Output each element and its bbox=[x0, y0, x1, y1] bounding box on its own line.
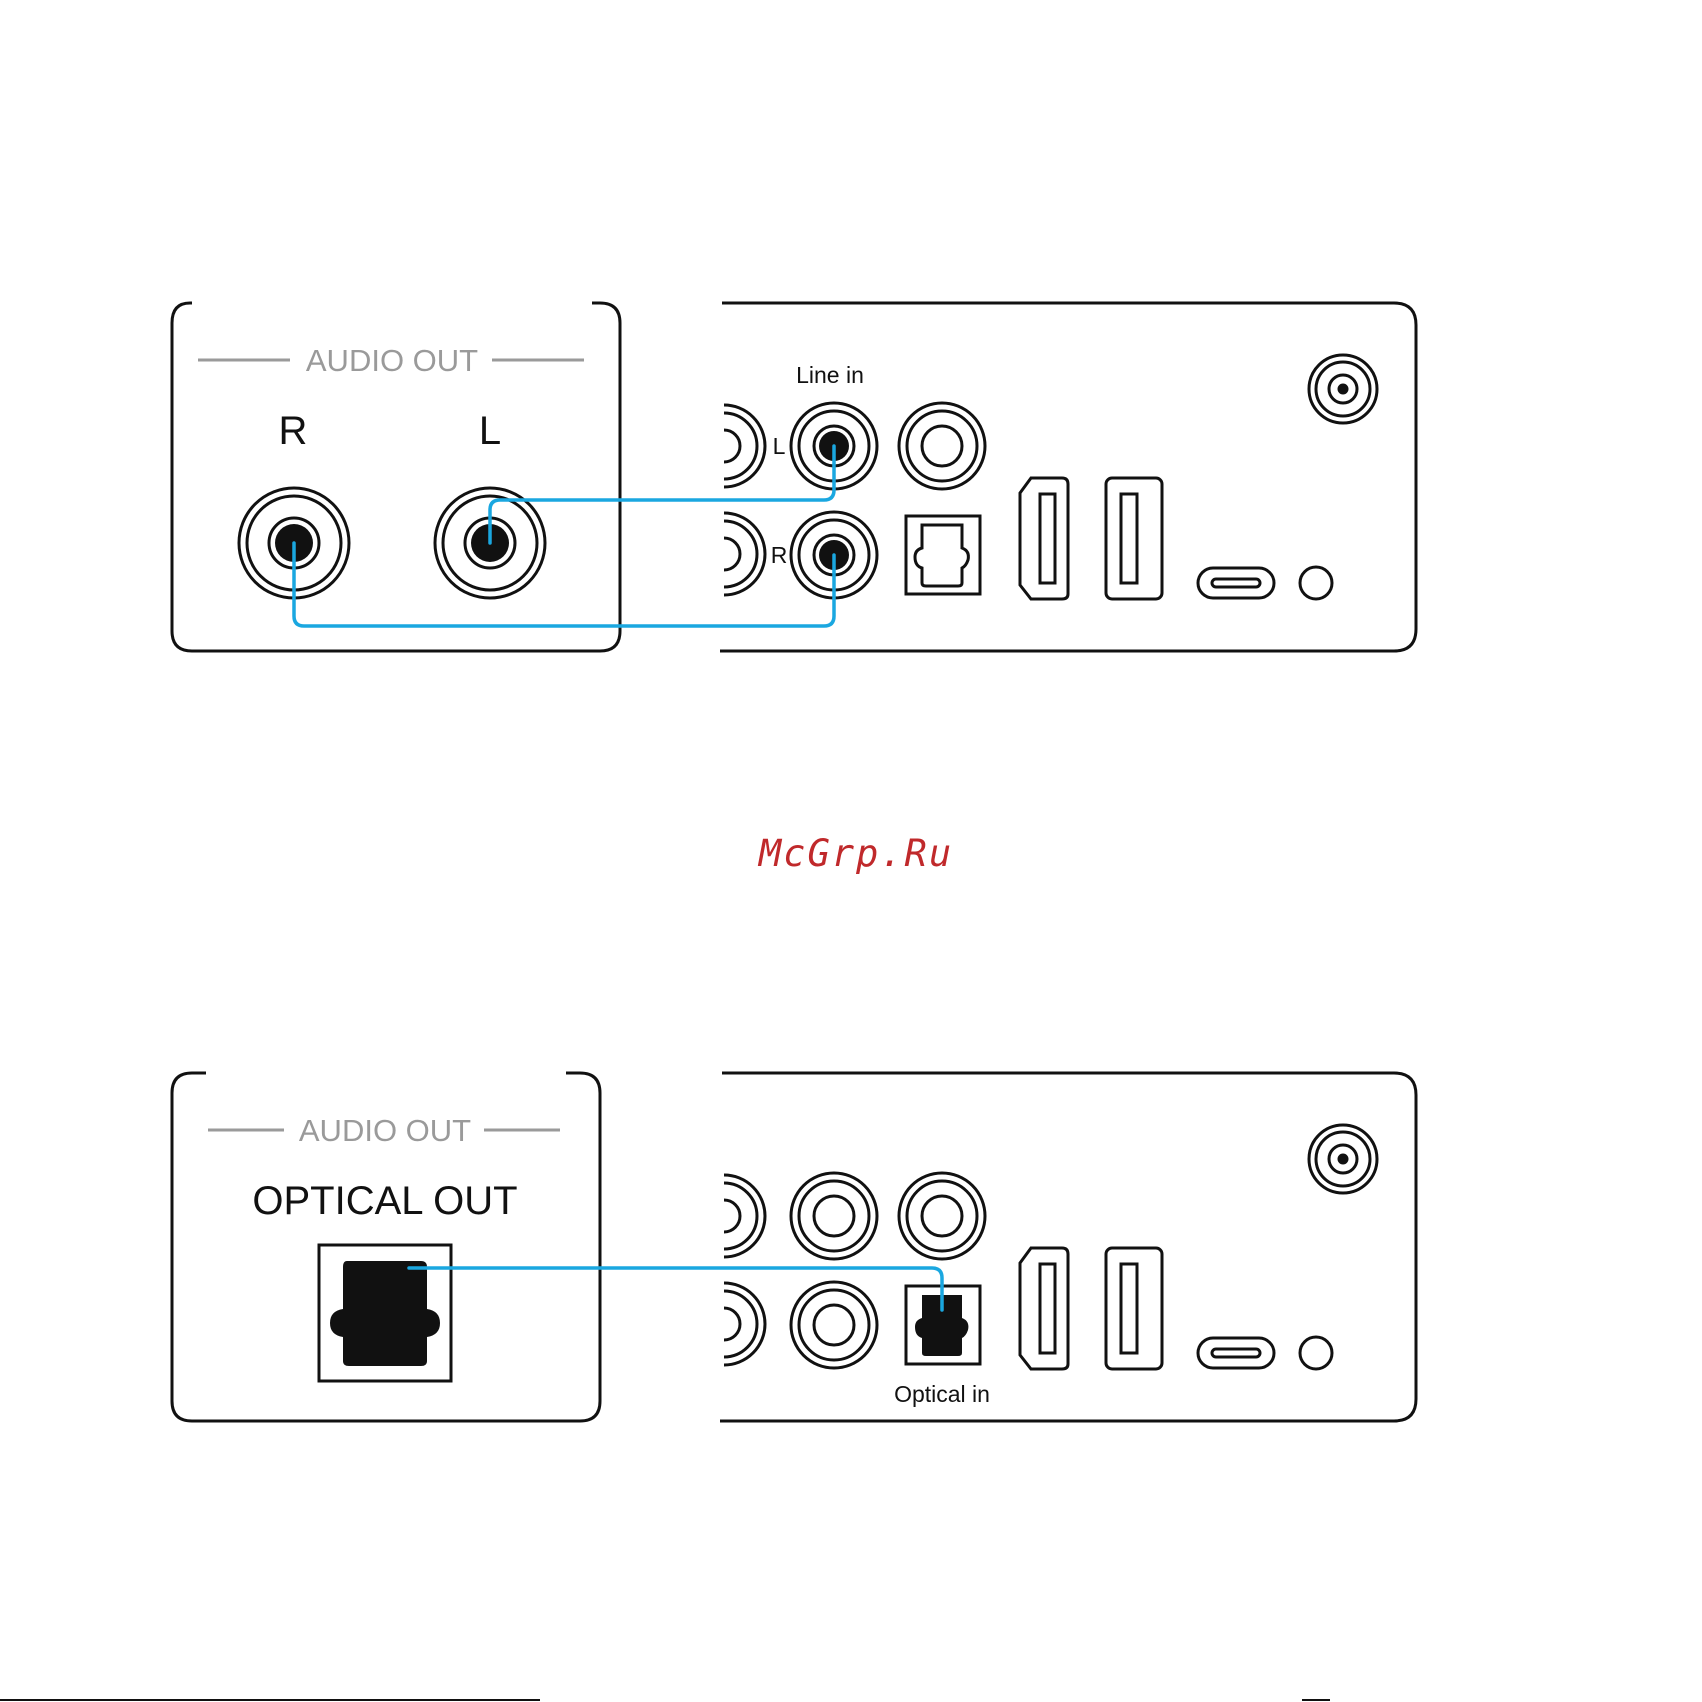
reset-pinhole[interactable] bbox=[1300, 567, 1332, 599]
hdmi-port[interactable] bbox=[1020, 478, 1068, 599]
rca-jack-unused[interactable] bbox=[899, 1173, 985, 1259]
partial-rca-jack-top bbox=[724, 405, 765, 487]
usb-a-port[interactable] bbox=[1106, 1248, 1162, 1369]
rca-jack-unused[interactable] bbox=[899, 403, 985, 489]
line-in-rca-jack-l[interactable] bbox=[791, 1173, 877, 1259]
source-optical-out-port[interactable] bbox=[319, 1245, 451, 1381]
line-in-rca-jack-r[interactable] bbox=[791, 1282, 877, 1368]
antenna-connector[interactable] bbox=[1309, 1125, 1377, 1193]
audio-out-header: AUDIO OUT bbox=[299, 1113, 471, 1148]
watermark-text: McGrp.Ru bbox=[757, 832, 953, 875]
optical-connection-diagram: AUDIO OUT OPTICAL OUT bbox=[172, 1073, 1416, 1421]
optical-out-label: OPTICAL OUT bbox=[252, 1179, 517, 1223]
analog-connection-diagram: AUDIO OUT R L Line in L R bbox=[172, 303, 1416, 651]
device-jack-label-r: R bbox=[771, 542, 788, 568]
partial-rca-jack-bottom bbox=[724, 513, 765, 595]
usb-c-port[interactable] bbox=[1198, 1338, 1274, 1368]
hdmi-port[interactable] bbox=[1020, 1248, 1068, 1369]
partial-rca-jack-bottom bbox=[724, 1283, 765, 1365]
optical-in-port[interactable] bbox=[906, 516, 980, 594]
line-in-label: Line in bbox=[796, 362, 864, 388]
optical-in-label: Optical in bbox=[894, 1381, 990, 1407]
partial-rca-jack-top bbox=[724, 1175, 765, 1257]
jack-label-r: R bbox=[279, 409, 308, 453]
reset-pinhole[interactable] bbox=[1300, 1337, 1332, 1369]
antenna-connector[interactable] bbox=[1309, 355, 1377, 423]
jack-label-l: L bbox=[479, 409, 501, 453]
usb-c-port[interactable] bbox=[1198, 568, 1274, 598]
audio-out-header: AUDIO OUT bbox=[306, 343, 478, 378]
usb-a-port[interactable] bbox=[1106, 478, 1162, 599]
device-jack-label-l: L bbox=[773, 433, 786, 459]
